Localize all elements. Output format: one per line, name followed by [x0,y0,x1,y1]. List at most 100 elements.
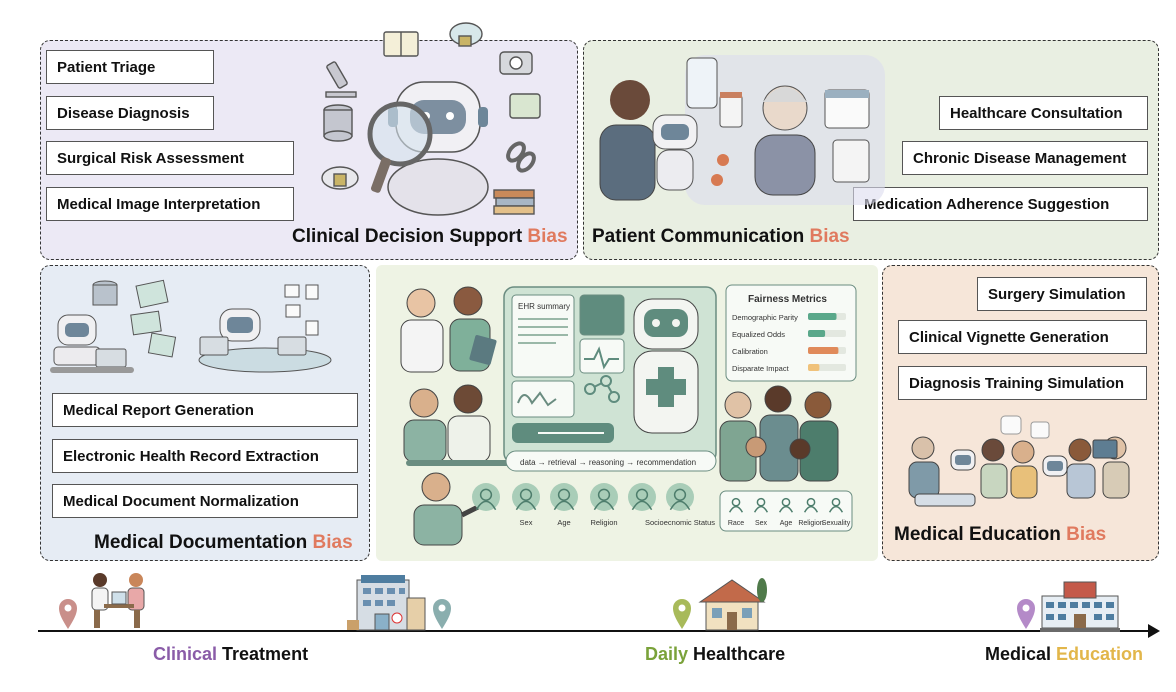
timeline-axis [38,630,1154,632]
cloud-lock-icon [449,22,483,47]
title-text: Clinical Decision Support [292,226,528,247]
task-ehr-extraction: Electronic Health Record Extraction [52,439,358,473]
calendar-icon [824,89,870,129]
pipeline-text: data → retrieval → reasoning → recommend… [520,458,696,467]
diverse-people-icon [719,385,839,482]
person-icon [806,497,816,507]
robot-icon [950,449,976,471]
fairness-metric-label: Equalized Odds [732,330,785,339]
robot-icon [53,314,101,366]
accent-text: Clinical [153,644,218,664]
person-body [728,505,744,513]
person-icon [597,488,611,501]
doctors-icon [400,286,497,373]
laptop-icon [50,348,134,373]
phone-icon [686,57,718,109]
task-medication-adherence-suggestion: Medication Adherence Suggestion [853,187,1148,221]
fairness-metric-bar [808,313,837,320]
lungs-icon [1000,415,1022,435]
link-icon [506,141,536,173]
person-body [631,500,653,511]
fairness-metric-label: Demographic Parity [732,313,798,322]
patient-communication-title: Patient Communication Bias [592,226,850,248]
task-surgery-simulation: Surgery Simulation [977,277,1147,311]
person-body [669,500,691,511]
label-text: Healthcare [688,644,786,664]
elderly-patient-icon [754,85,816,196]
robot-icon [1042,455,1068,477]
patient-icon [599,80,656,201]
accent-text: Education [1056,644,1144,664]
attribute-label: Age [557,518,570,527]
patient-communication-illustration [599,55,885,205]
center-scene: EHR summary data → retrieval → reasoning… [400,284,857,546]
school-icon [1040,581,1120,632]
person-body [828,505,844,513]
title-text: Patient Communication [592,226,810,247]
microscope-icon [325,61,357,98]
location-pin-icon [433,599,451,629]
task-chronic-disease-management: Chronic Disease Management [902,141,1148,175]
house-icon [698,578,767,631]
attribute-avatar [666,483,694,511]
hospital-icon [347,575,426,631]
clinic-consultation-icon [91,573,145,628]
person-icon [831,497,841,507]
bias-label: Bias [809,226,850,247]
medical-education-title: Medical Education Bias [894,524,1106,546]
person-icon [557,488,571,501]
person-icon [519,488,533,501]
code-document-icon [284,284,319,336]
person-body [553,500,575,511]
magnifier-icon [367,101,433,193]
person-body [803,505,819,513]
xray-card [579,294,625,336]
attribute-label: Sex [755,520,768,527]
location-pin-icon [59,599,77,629]
attribute-label: Religion [590,518,617,527]
tablet-icon [1092,439,1118,459]
pill-organizer-icon [832,139,870,183]
clinical-decision-support-title: Clinical Decision Support Bias [292,226,568,248]
bias-label: Bias [1066,524,1107,545]
timeline-label-clinical-treatment: Clinical Treatment [153,644,308,665]
person-body [593,500,615,511]
task-patient-triage: Patient Triage [46,50,214,84]
ehr-summary-label: EHR summary [518,302,570,311]
attribute-avatar [512,483,540,511]
title-text: Medical Education [894,524,1067,545]
person-body [778,505,794,513]
book-icon [383,31,419,57]
attribute-label: Socioecnomic Status [645,518,715,527]
robot-icon [652,114,698,191]
person-icon [756,497,766,507]
task-surgical-risk-assessment: Surgical Risk Assessment [46,141,294,175]
person-icon [635,488,649,501]
person-body [515,500,537,511]
surgeon-icon [908,436,940,499]
fairness-metric-bar [808,347,839,354]
chart-icon [1030,421,1050,439]
label-text: Medical [985,644,1057,664]
avatar-icon [472,483,500,511]
fairness-metrics-title: Fairness Metrics [748,294,827,305]
medicine-bottle-icon [719,92,743,128]
laptop-icon [199,336,307,356]
person-icon [673,488,687,501]
molecule-icon [584,375,620,403]
documentation-robots-illustration [50,279,332,373]
timeline-arrowhead [1148,624,1160,638]
attribute-label: Religion [798,520,823,527]
document-icon [130,279,177,358]
bias-label: Bias [527,226,568,247]
label-text: Treatment [217,644,309,664]
medical-documentation-title: Medical Documentation Bias [94,532,353,554]
person-icon [479,488,493,501]
task-diagnosis-training-simulation: Diagnosis Training Simulation [898,366,1147,400]
accent-text: Daily [645,644,689,664]
timeline-label-daily-healthcare: Daily Healthcare [645,644,785,665]
attributes-right-card [719,490,853,532]
